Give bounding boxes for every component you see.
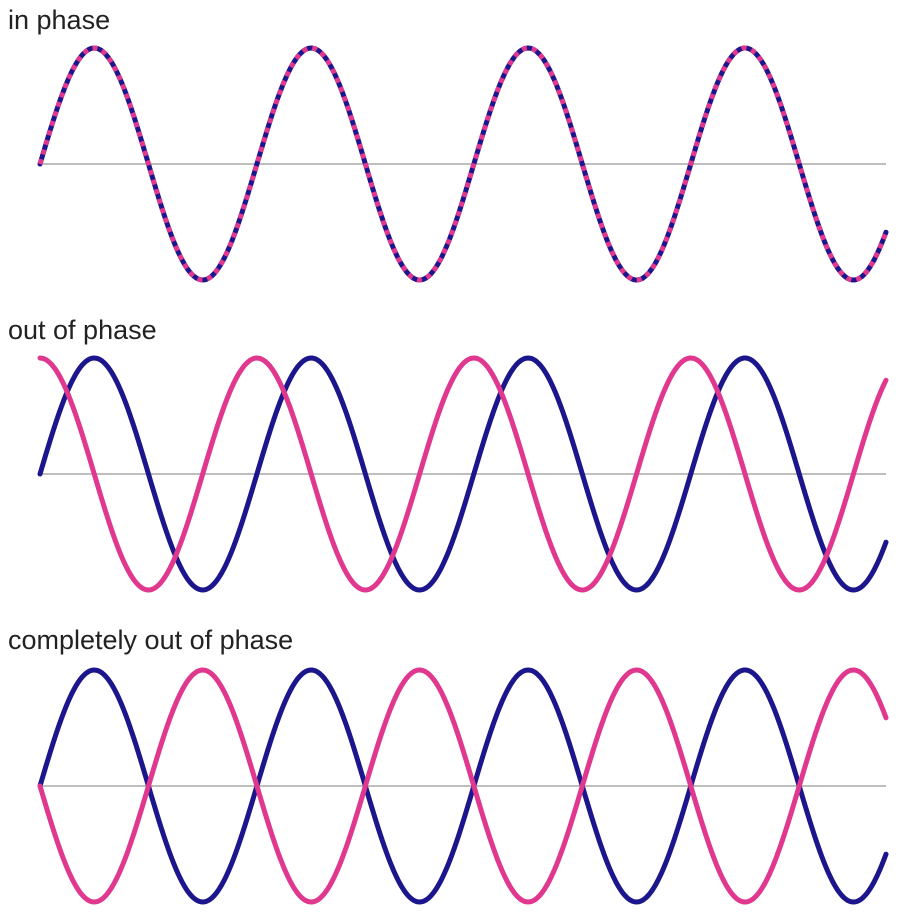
panel-out-of-phase — [37, 355, 889, 593]
wave-pink — [37, 45, 889, 283]
panel-completely-out-of-phase — [37, 667, 889, 905]
wave-blue — [37, 355, 889, 593]
wave-blue — [37, 667, 889, 905]
panel-label-completely-out-of-phase: completely out of phase — [8, 625, 294, 655]
panel-in-phase — [37, 45, 889, 283]
panel-label-in-phase: in phase — [8, 5, 111, 35]
panel-label-out-of-phase: out of phase — [8, 315, 157, 345]
wave-pink — [37, 355, 889, 593]
wave-pink — [37, 667, 889, 905]
